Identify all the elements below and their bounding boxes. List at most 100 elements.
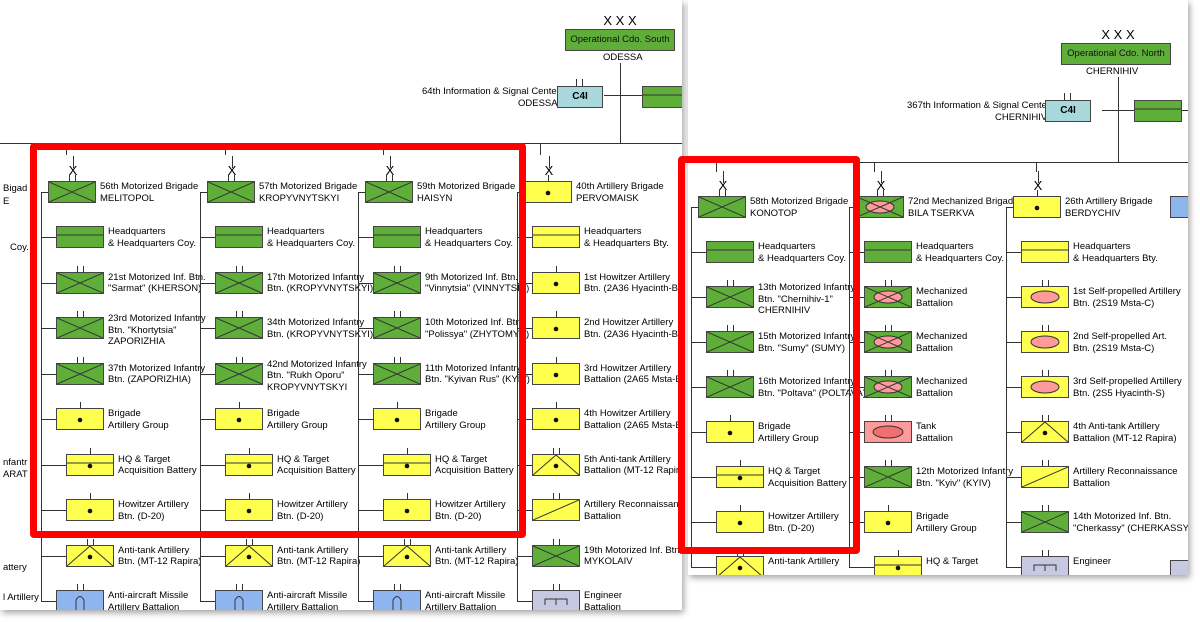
size-mark xyxy=(891,460,892,466)
infantry-mark xyxy=(216,272,262,293)
artillery-symbol-icon xyxy=(87,508,93,514)
connector-line xyxy=(200,373,215,375)
unit-label: Headquarters xyxy=(916,241,974,252)
size-mark xyxy=(228,175,229,181)
size-mark xyxy=(236,584,237,590)
connector-line xyxy=(200,192,201,601)
unit-label: Artillery Group xyxy=(425,419,486,431)
unit-label: 9th Motorized Inf. Btn. xyxy=(425,271,518,283)
infantry-symbol-icon xyxy=(216,272,262,293)
unit-label: Artillery Battalion xyxy=(108,601,180,611)
size-mark xyxy=(407,493,408,499)
unit-symbol-anti-tank xyxy=(716,556,764,575)
recon-symbol-icon xyxy=(533,500,579,520)
unit-label: & Headquarters Bty. xyxy=(584,237,669,249)
unit-label: Battalion (2A65 Msta-B) xyxy=(584,374,682,385)
size-mark xyxy=(246,538,247,545)
size-mark xyxy=(733,370,734,376)
anti-tank-symbol-icon xyxy=(67,545,113,566)
size-mark xyxy=(93,538,94,545)
anti-tank-mark xyxy=(384,545,408,566)
size-mark xyxy=(242,265,243,272)
unit-label: Headquarters xyxy=(758,241,816,252)
infantry-mark xyxy=(707,287,753,307)
mechanized-mark xyxy=(865,287,911,307)
connector-line xyxy=(1006,432,1021,433)
engineer-symbol-icon xyxy=(544,598,568,605)
tank-mark xyxy=(872,425,904,439)
connector-line xyxy=(1006,297,1021,298)
brigade-echelon-marker: X xyxy=(718,178,728,193)
size-mark xyxy=(553,447,554,454)
unit-label: Btn. (2S5 Hyacinth-S) xyxy=(1073,387,1165,399)
target-symbol-icon xyxy=(384,462,430,468)
unit-label: Battalion xyxy=(916,387,953,399)
unit-symbol-hq xyxy=(373,226,421,248)
size-mark xyxy=(394,584,395,590)
unit-label: Battalion xyxy=(916,432,953,444)
target-mark xyxy=(246,463,252,468)
infantry-mark xyxy=(216,318,262,338)
size-mark xyxy=(888,505,889,511)
connector-line xyxy=(41,464,66,466)
unit-symbol-target xyxy=(874,556,922,575)
unit-label: 10th Motorized Inf. Btn. xyxy=(425,317,524,328)
size-mark xyxy=(885,370,886,376)
anti-tank-mark xyxy=(67,545,91,566)
connector-line xyxy=(232,156,233,168)
connector-line xyxy=(540,143,541,155)
signal-center-name: 64th Information & Signal Center xyxy=(422,86,560,97)
edge-fragment: nfantr xyxy=(3,457,28,468)
unit-symbol-artillery xyxy=(56,408,104,430)
air-defense-symbol-icon xyxy=(392,596,402,610)
size-mark xyxy=(727,370,728,376)
brigade-name: 56th Motorized Brigade xyxy=(100,181,199,192)
anti-tank-symbol-icon xyxy=(226,545,272,566)
unit-label: KROPYVNYTSKYI xyxy=(267,381,348,393)
unit-label: Anti-aircraft Missile xyxy=(425,590,506,601)
unit-label: Brigade xyxy=(758,421,791,432)
unit-label: HQ & Target xyxy=(277,453,330,465)
mechanized-symbol-icon xyxy=(857,197,903,217)
connector-line xyxy=(881,171,882,183)
unit-label: 34th Motorized Infantry xyxy=(267,317,365,328)
size-mark xyxy=(883,190,884,196)
connector-line xyxy=(200,510,225,511)
brigade-name: 58th Motorized Brigade xyxy=(750,196,849,207)
size-mark xyxy=(553,493,554,499)
unit-symbol-hq-artillery xyxy=(1021,241,1069,263)
unit-label: Btn. (D-20) xyxy=(118,510,165,522)
artillery-mark xyxy=(885,520,891,526)
brigade-name: 26th Artillery Brigade xyxy=(1065,196,1153,207)
unit-label: Btn. (MT-12 Rapira) xyxy=(277,556,361,567)
mechanized-symbol-icon xyxy=(865,332,911,352)
unit-label: Btn. "Rukh Oporu" xyxy=(267,370,345,381)
unit-label: Btn. (KROPYVNYTSKYI) xyxy=(267,328,374,340)
infantry-symbol-icon xyxy=(1022,512,1068,532)
unit-symbol-recon xyxy=(1021,466,1069,488)
brigade-location: PERVOMAISK xyxy=(576,192,639,204)
connector-line xyxy=(874,162,875,172)
air-defense-mark xyxy=(234,596,244,610)
unit-symbol-artillery xyxy=(532,362,580,385)
connector-line xyxy=(549,156,550,168)
unit-label: Headquarters xyxy=(108,226,166,237)
unit-label: 14th Motorized Inf. Btn. xyxy=(1073,511,1172,522)
infantry-symbol-icon xyxy=(707,287,753,307)
unit-label: Btn. (D-20) xyxy=(277,510,324,522)
unit-label: Brigade xyxy=(108,408,141,419)
unit-label: 4th Howitzer Artillery xyxy=(584,408,671,419)
size-mark xyxy=(252,538,253,545)
target-mark xyxy=(737,475,743,481)
brigade-location: HAISYN xyxy=(417,192,453,204)
size-mark xyxy=(730,415,731,421)
sp-artillery-symbol-icon xyxy=(1030,380,1060,394)
unit-symbol-infantry xyxy=(698,196,746,218)
brigade-name: 40th Artillery Brigade xyxy=(576,181,664,192)
target-mark xyxy=(895,565,901,571)
connector-line xyxy=(358,373,373,375)
size-mark xyxy=(83,311,84,317)
unit-symbol-hq xyxy=(215,226,263,248)
infantry-symbol-icon xyxy=(57,272,103,293)
